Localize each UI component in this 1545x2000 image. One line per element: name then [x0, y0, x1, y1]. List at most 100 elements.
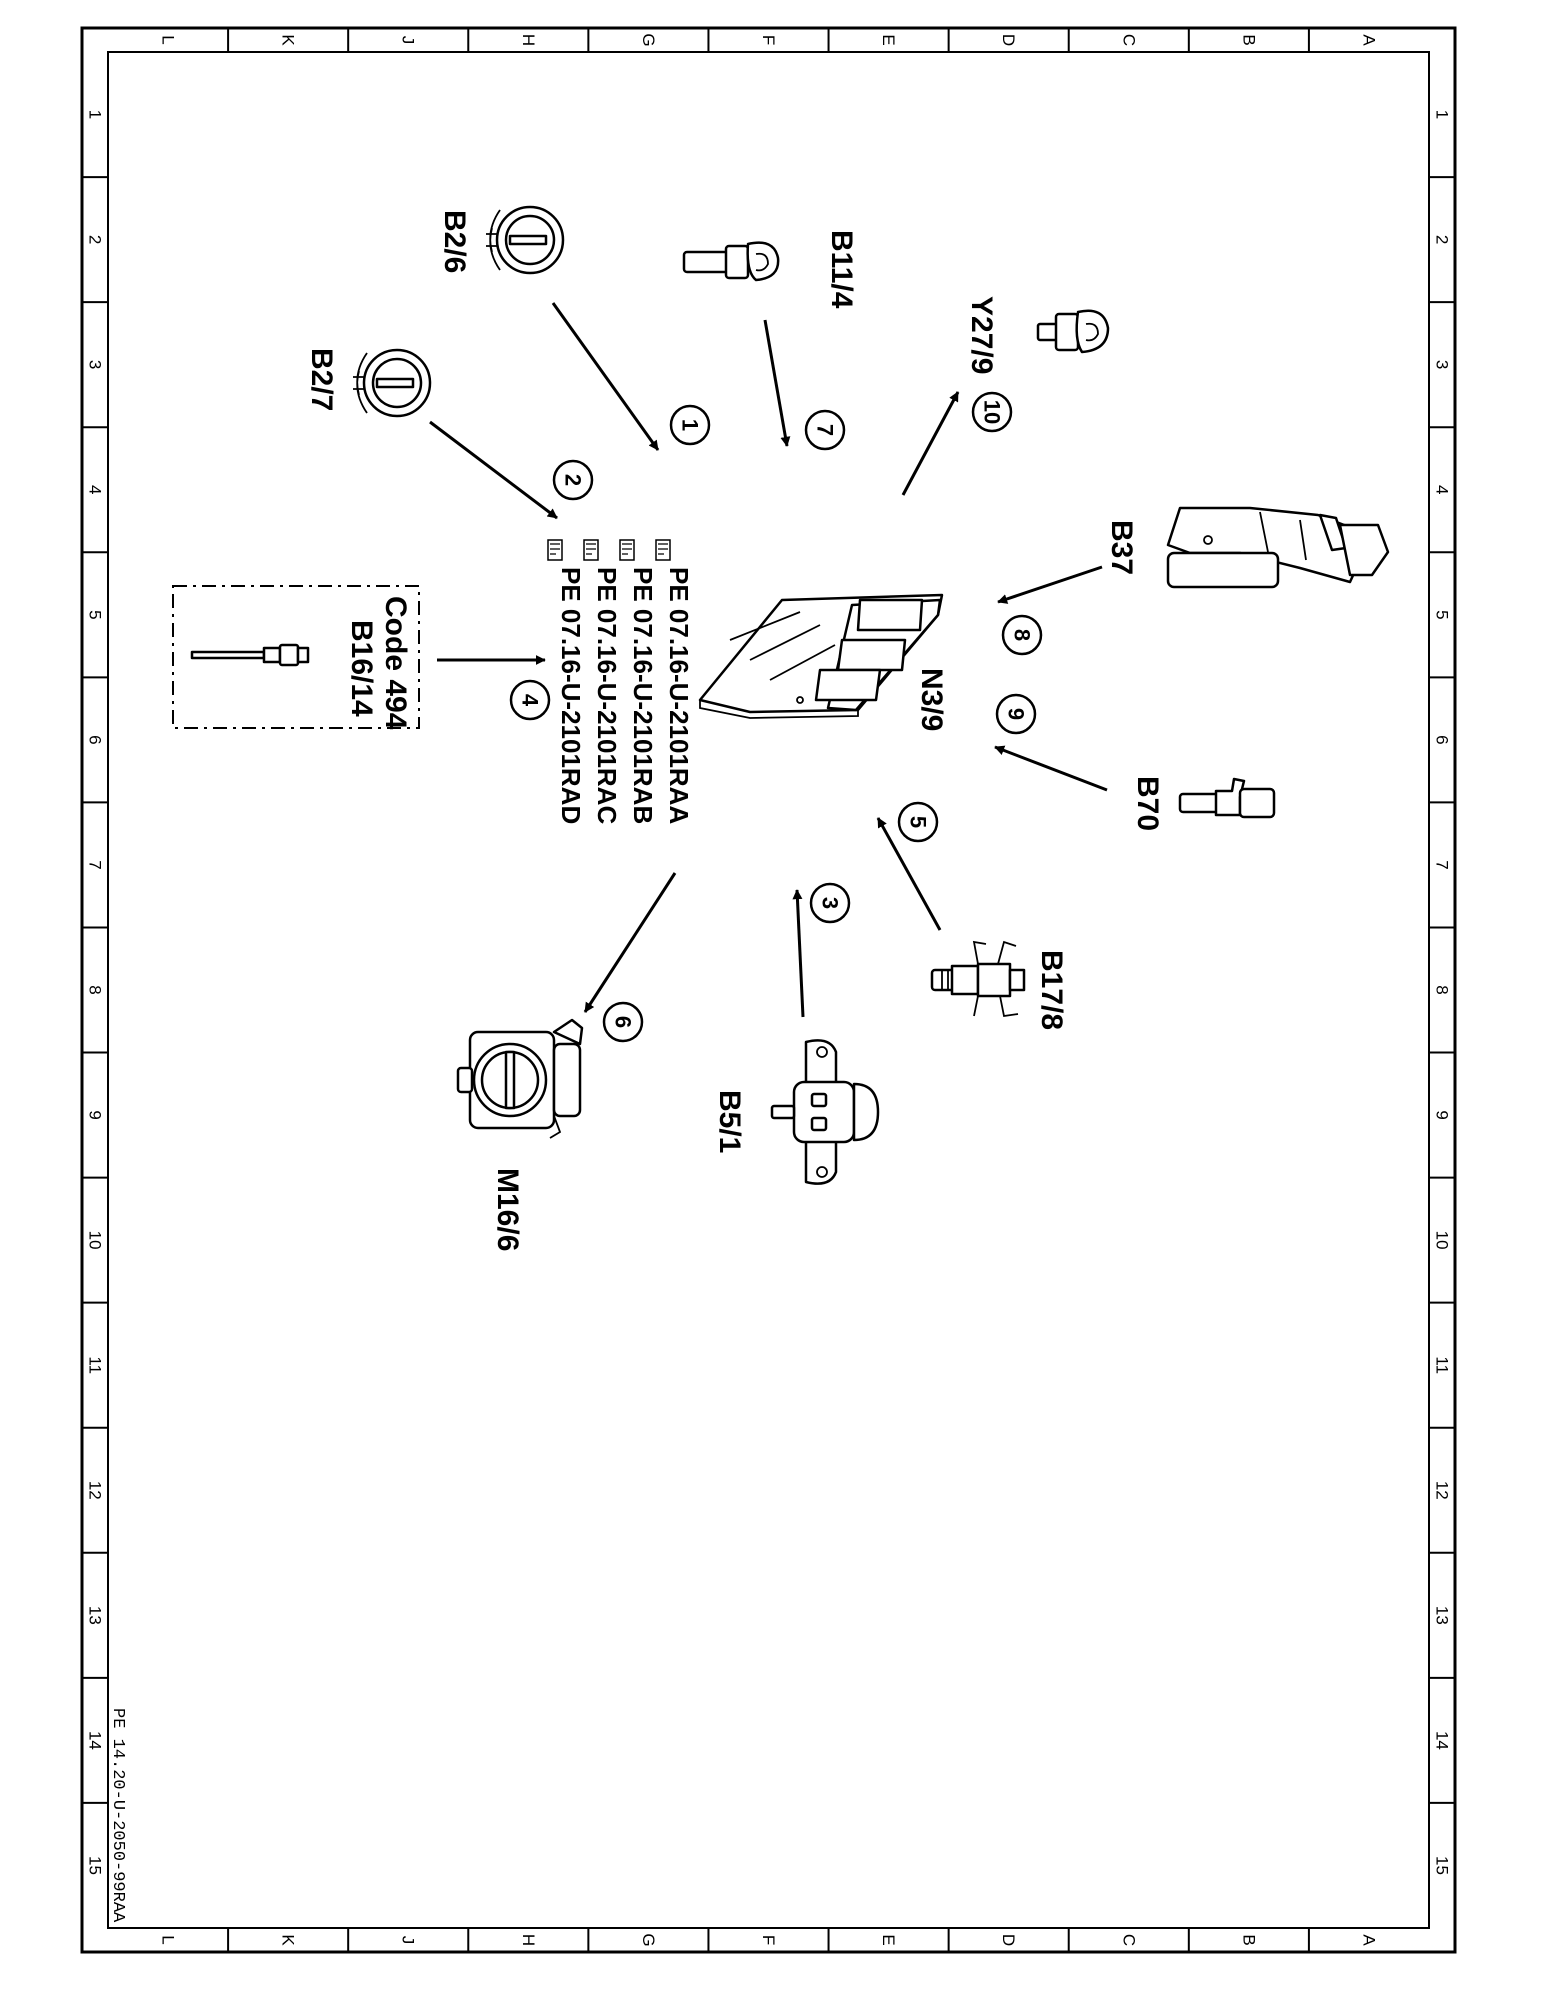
zone-number: 15 [1433, 1856, 1452, 1875]
reference-item: PE 07.16-U-2101RAA [664, 567, 694, 824]
zone-letter: C [1119, 1934, 1138, 1946]
callout-number: 5 [906, 816, 931, 828]
callout-4: 4 [509, 679, 551, 721]
temperature-sensor-icon [190, 643, 310, 667]
zone-letter: D [999, 34, 1018, 46]
zone-number: 5 [1433, 610, 1452, 619]
zone-letter: G [639, 33, 658, 46]
zone-number: 4 [86, 485, 105, 494]
component-label-b5-1: B5/1 [713, 1090, 746, 1153]
component-label-y27-9: Y27/9 [965, 296, 998, 374]
zone-letter: B [1239, 1934, 1258, 1945]
zone-number: 15 [86, 1856, 105, 1875]
zone-letter: J [399, 1936, 418, 1945]
zone-letter: G [639, 1933, 658, 1946]
control-unit-icon [698, 593, 944, 719]
arrow-2 [429, 420, 558, 520]
component-label-b16-14: B16/14 [345, 620, 378, 717]
callout-number: 6 [611, 1016, 636, 1028]
callout-number: 2 [561, 474, 586, 486]
reference-item: PE 07.16-U-2101RAC [592, 567, 622, 824]
reference-icon [619, 539, 635, 561]
control-unit-label: N3/9 [915, 668, 948, 731]
inner-frame [107, 51, 1430, 1929]
zone-number: 3 [86, 360, 105, 369]
code-option-box [172, 585, 420, 729]
zone-letter: J [399, 36, 418, 45]
zone-number: 1 [1433, 110, 1452, 119]
zone-number: 14 [86, 1731, 105, 1750]
component-label-m16-6: M16/6 [491, 1168, 524, 1251]
reference-item: PE 07.16-U-2101RAB [628, 567, 658, 824]
zone-letter: E [879, 1934, 898, 1945]
callout-number: 8 [1010, 629, 1035, 641]
zone-letter: H [519, 34, 538, 46]
reference-icon [583, 539, 599, 561]
callout-number: 3 [818, 897, 843, 909]
zone-number: 11 [1433, 1356, 1452, 1374]
reference-item: PE 07.16-U-2101RAD [556, 567, 586, 824]
zone-number: 13 [86, 1606, 105, 1625]
callout-3: 3 [809, 882, 851, 924]
zone-number: 6 [86, 735, 105, 744]
reference-icon [547, 539, 563, 561]
zone-letter: A [1359, 1934, 1378, 1946]
callout-6: 6 [602, 1001, 644, 1043]
zone-number: 7 [86, 860, 105, 869]
hot-film-mass-air-flow-sensor-icon [353, 348, 432, 418]
zone-letter: E [879, 34, 898, 45]
arrow-10 [901, 391, 960, 496]
zone-number: 14 [1433, 1731, 1452, 1750]
component-label-b11-4: B11/4 [825, 230, 858, 309]
zone-number: 8 [86, 985, 105, 994]
callout-number: 9 [1004, 708, 1029, 720]
callout-number: 4 [518, 694, 543, 707]
zone-letter: L [159, 35, 178, 44]
zone-number: 7 [1433, 860, 1452, 869]
callout-7: 7 [804, 409, 846, 451]
zone-letter: C [1119, 34, 1138, 46]
zone-number: 9 [86, 1110, 105, 1119]
valve-icon [1036, 309, 1110, 354]
callout-number: 1 [678, 419, 703, 431]
callout-number: 7 [813, 424, 838, 436]
zone-letter: F [759, 35, 778, 45]
charge-air-sensor-icon [930, 940, 1026, 1018]
component-label-b2-7: B2/7 [305, 348, 338, 411]
zone-letter: B [1239, 34, 1258, 45]
component-label-b37: B37 [1105, 520, 1138, 575]
throttle-valve-actuator-icon [456, 1018, 584, 1139]
callout-9: 9 [995, 693, 1037, 735]
component-label-b2-6: B2/6 [438, 210, 471, 273]
zone-number: 2 [86, 235, 105, 244]
callout-1: 1 [669, 404, 711, 446]
hot-film-mass-air-flow-sensor-icon [486, 205, 565, 275]
reference-list: PE 07.16-U-2101RAA PE 07.16-U-2101RAB PE… [547, 539, 694, 824]
zone-letter: K [279, 34, 298, 46]
zone-letter: F [759, 1935, 778, 1945]
outer-frame [80, 26, 1457, 1954]
zone-number: 6 [1433, 735, 1452, 744]
callout-5: 5 [897, 801, 939, 843]
callout-2: 2 [552, 459, 594, 501]
zone-number: 2 [1433, 235, 1452, 244]
component-label-b70: B70 [1131, 776, 1164, 831]
component-label-b17-8: B17/8 [1035, 950, 1068, 1030]
document-number: PE 14.20-U-2050-99RAA [108, 1708, 127, 1923]
zone-letter: A [1359, 34, 1378, 46]
zone-number: 1 [86, 110, 105, 119]
zone-number: 3 [1433, 360, 1452, 369]
zone-number: 12 [1433, 1481, 1452, 1500]
zone-number: 4 [1433, 485, 1452, 494]
arrow-9 [994, 745, 1108, 792]
zone-letter: L [159, 1935, 178, 1944]
accelerator-pedal-sensor-icon [1166, 506, 1390, 589]
crankshaft-hall-sensor-icon [1178, 777, 1276, 819]
callout-8: 8 [1001, 614, 1043, 656]
zone-letter: K [279, 1934, 298, 1946]
arrow-8 [997, 565, 1103, 604]
